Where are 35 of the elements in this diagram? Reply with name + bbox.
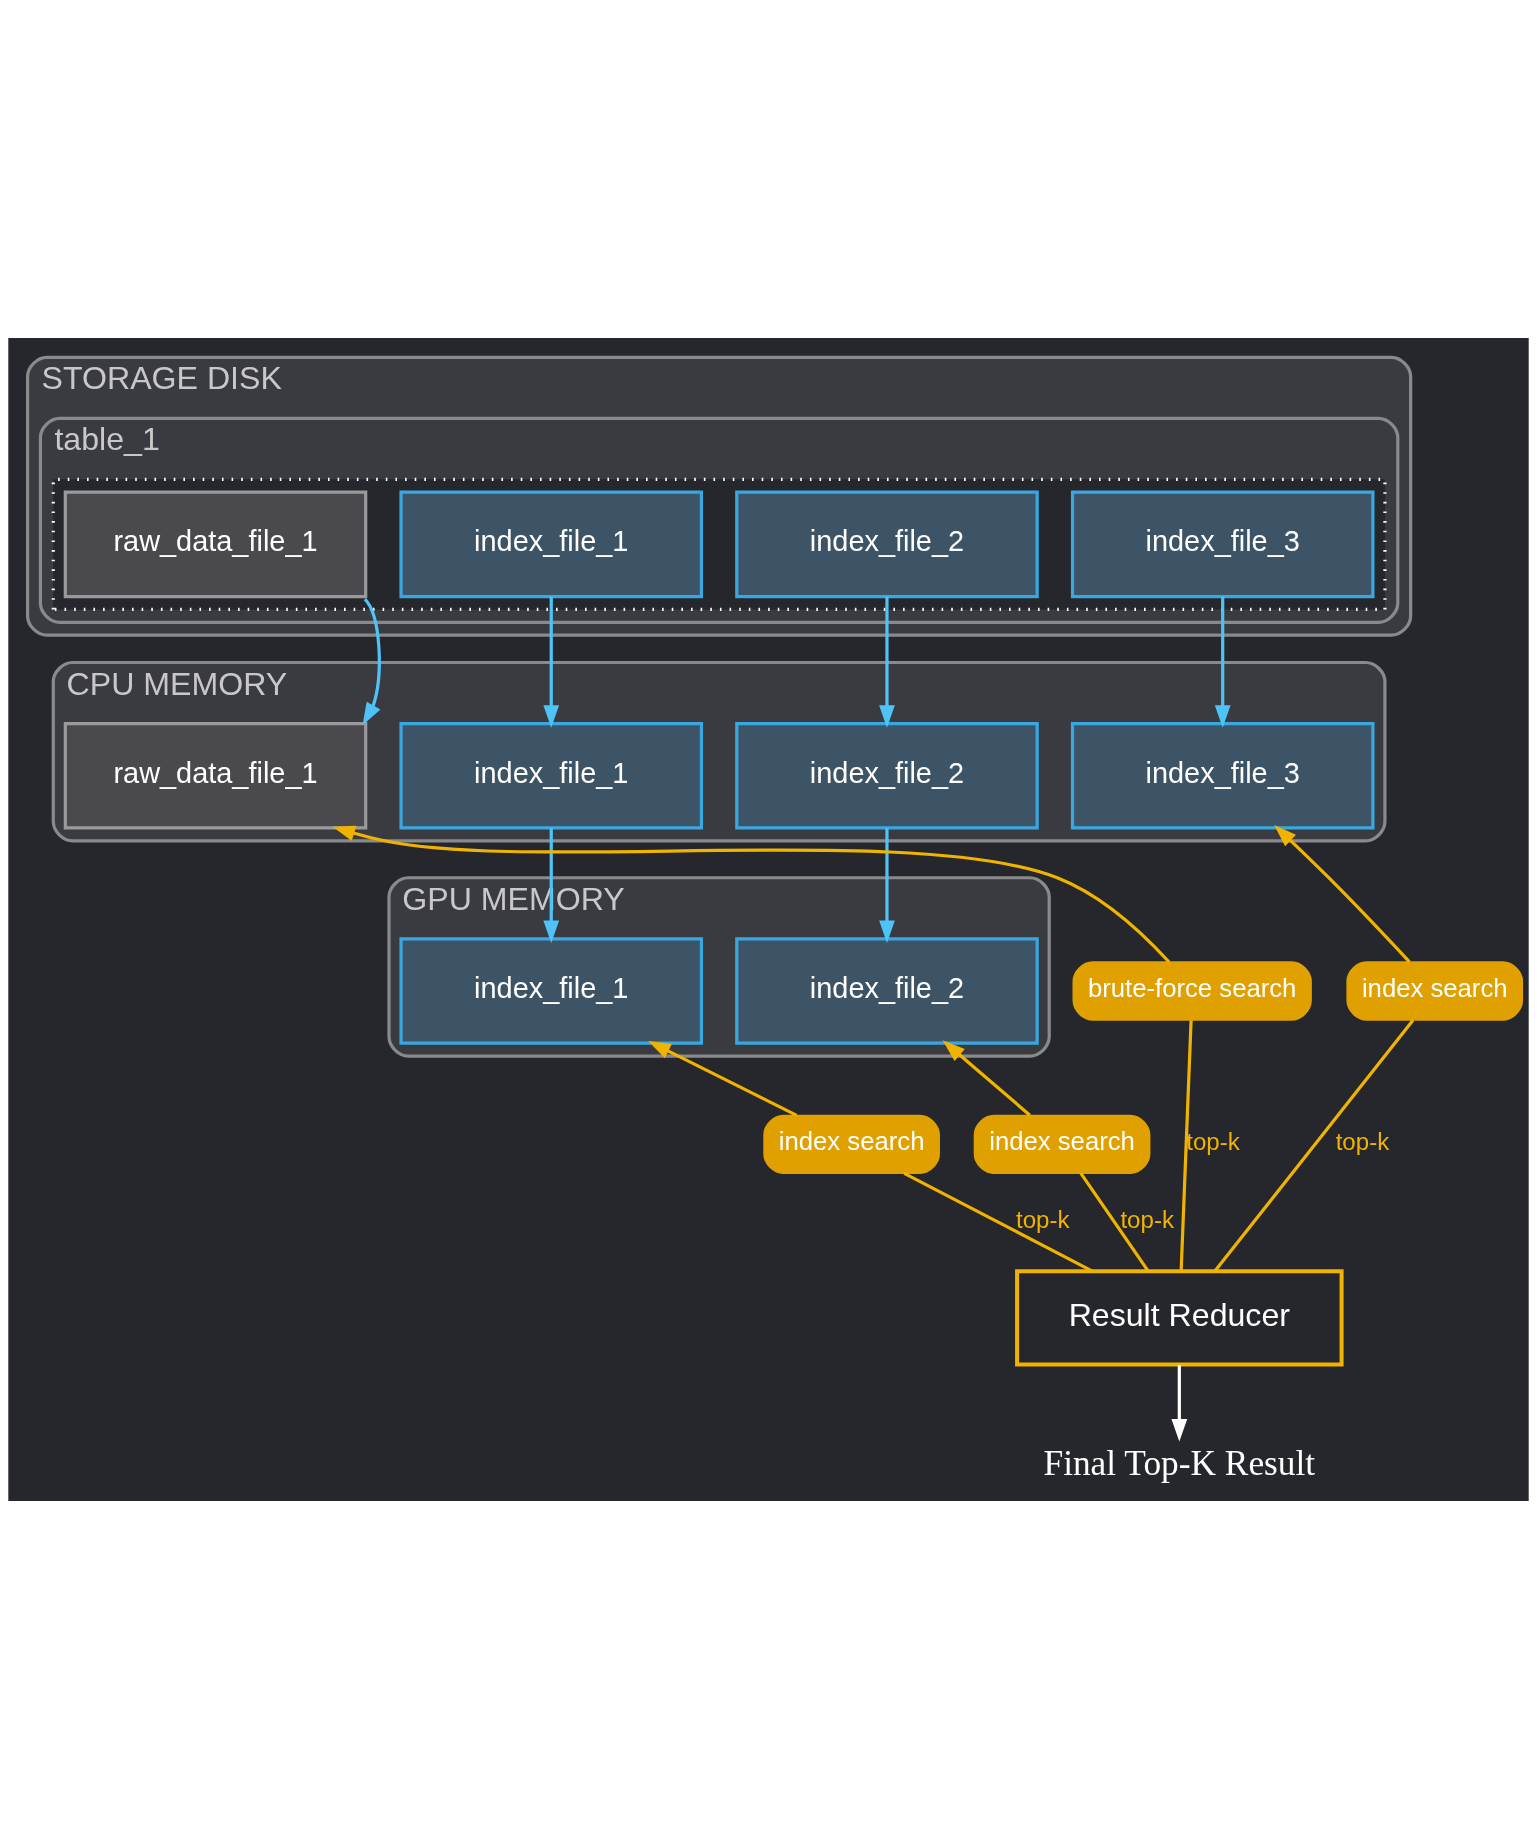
edge-label: top-k bbox=[1186, 1127, 1240, 1155]
edge-label: top-k bbox=[1016, 1205, 1070, 1233]
node-box: index search bbox=[763, 1114, 940, 1174]
edge-label: top-k bbox=[1335, 1127, 1390, 1155]
connector bbox=[903, 1171, 1094, 1272]
node-box: Result Reducer bbox=[1015, 1268, 1344, 1366]
arrow bbox=[879, 827, 895, 943]
connector bbox=[1213, 1018, 1415, 1272]
node-box: index_file_1 bbox=[399, 936, 704, 1045]
node-box: index_file_3 bbox=[1070, 721, 1375, 830]
arrow bbox=[942, 1039, 1031, 1116]
arrow bbox=[332, 825, 1171, 963]
node-box: raw_data_file_1 bbox=[63, 721, 368, 830]
node-box: index search bbox=[1346, 960, 1524, 1021]
arrow bbox=[362, 597, 381, 725]
arrow bbox=[1171, 1364, 1188, 1442]
node-box: index_file_1 bbox=[399, 721, 704, 830]
arrow bbox=[543, 596, 560, 728]
node-box: raw_data_file_1 bbox=[63, 490, 368, 598]
node-box: index search bbox=[973, 1114, 1151, 1174]
arrow bbox=[879, 596, 895, 728]
arrow bbox=[1274, 824, 1411, 963]
connector bbox=[1179, 1019, 1193, 1271]
node-box: index_file_2 bbox=[735, 490, 1039, 598]
node-box: index_file_2 bbox=[735, 721, 1039, 830]
edge-label: top-k bbox=[1120, 1205, 1174, 1233]
node-text: Final Top-K Result bbox=[1043, 1443, 1316, 1483]
node-box: index_file_3 bbox=[1070, 490, 1375, 598]
connector bbox=[1079, 1171, 1150, 1272]
cluster bbox=[51, 477, 1387, 611]
arrow bbox=[1214, 596, 1231, 728]
node-box: brute-force search bbox=[1072, 960, 1312, 1021]
node-box: index_file_2 bbox=[735, 936, 1039, 1045]
node-box: index_file_1 bbox=[399, 490, 704, 598]
arrow bbox=[648, 1040, 798, 1117]
